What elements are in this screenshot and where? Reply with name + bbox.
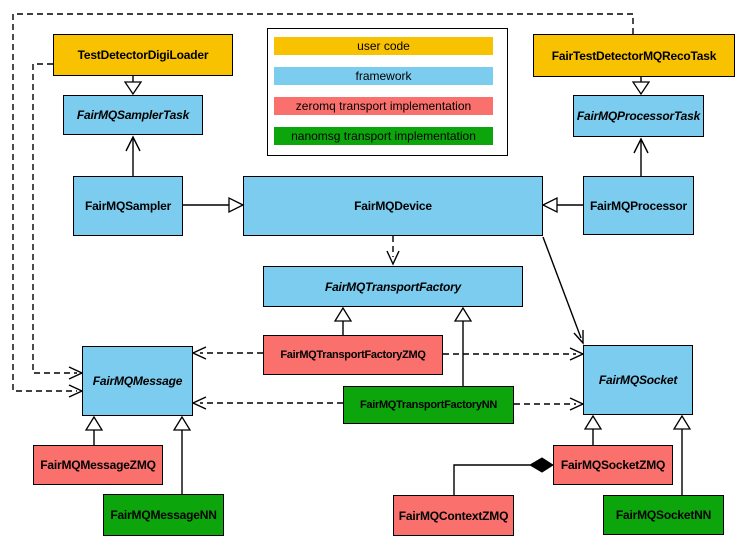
node-fairmqprocessor: FairMQProcessor	[583, 176, 694, 235]
edge-tfnn-generalization-transportfactory	[453, 306, 473, 386]
edge-recotask-generalization-processortask	[631, 77, 651, 96]
node-fairmqprocessortask: FairMQProcessorTask	[573, 95, 704, 137]
edge-processor-generalization-device	[541, 196, 583, 214]
edge-sampler-generalization-device	[183, 196, 245, 214]
legend: user code framework zeromq transport imp…	[267, 28, 508, 156]
node-fairmqsampler: FairMQSampler	[73, 176, 183, 236]
edge-tfzmq-depends-socket	[443, 347, 585, 361]
node-fairmqtransportfactorynn: FairMQTransportFactoryNN	[343, 386, 514, 424]
node-fairmqtransportfactory: FairMQTransportFactory	[263, 266, 523, 307]
legend-item-framework: framework	[274, 67, 493, 85]
edge-sampler-uses-samplertask	[125, 135, 141, 176]
node-fairmqsocketnn: FairMQSocketNN	[603, 495, 724, 535]
node-fairmqsocket: FairMQSocket	[583, 345, 693, 415]
node-fairmqdevice: FairMQDevice	[243, 176, 543, 236]
edge-digiloader-generalization-samplertask	[123, 76, 143, 96]
edge-socketnn-generalization-socket	[672, 414, 692, 495]
node-fairmqmessagenn: FairMQMessageNN	[103, 494, 224, 536]
node-fairmqsamplertask: FairMQSamplerTask	[63, 95, 203, 135]
node-fairmqmessagezmq: FairMQMessageZMQ	[33, 445, 163, 485]
node-fairmqcontextzmq: FairMQContextZMQ	[393, 495, 514, 536]
edge-messagezmq-generalization-message	[84, 415, 104, 445]
legend-item-user-code: user code	[274, 37, 493, 55]
edge-tfnn-depends-message	[191, 396, 343, 410]
node-testdetectordigiloader: TestDetectorDigiLoader	[53, 34, 233, 76]
edge-messagenn-generalization-message	[172, 415, 192, 494]
edge-tfnn-depends-socket	[514, 397, 585, 411]
edge-tfzmq-generalization-transportfactory	[333, 306, 353, 335]
edge-socketzmq-generalization-socket	[583, 414, 603, 445]
edge-tfzmq-depends-message	[191, 346, 263, 360]
legend-item-nanomsg: nanomsg transport implementation	[274, 127, 493, 145]
edge-processor-uses-processortask	[633, 137, 649, 176]
node-fairmqmessage: FairMQMessage	[82, 346, 193, 416]
edge-contextzmq-composition-socketzmq	[453, 457, 554, 495]
edge-device-association-socket	[542, 236, 584, 345]
edge-device-depends-transportfactory	[386, 236, 400, 266]
node-fairtestdetectormqrecotask: FairTestDetectorMQRecoTask	[533, 34, 735, 77]
node-fairmqsocketzmq: FairMQSocketZMQ	[553, 445, 673, 485]
node-fairmqtransportfactoryzmq: FairMQTransportFactoryZMQ	[263, 335, 443, 375]
legend-item-zeromq: zeromq transport implementation	[274, 97, 493, 115]
